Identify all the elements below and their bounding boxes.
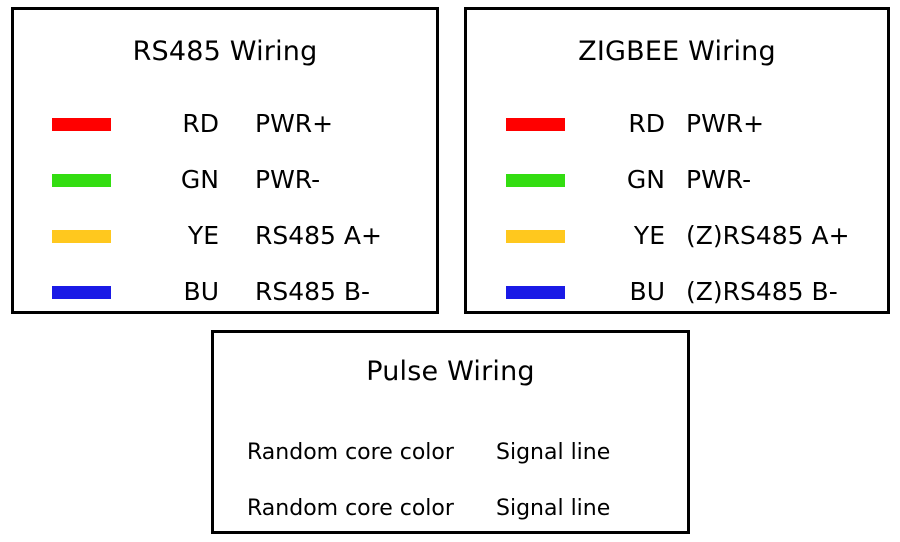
yellow-wire-swatch	[506, 229, 565, 243]
zigbee-swatch-cell-1	[467, 173, 604, 187]
zigbee-function-label-0: PWR+	[686, 109, 765, 138]
pulse-wiring-panel: Pulse Wiring Random core color Signal li…	[211, 330, 690, 534]
rs485-swatch-cell-2	[14, 229, 155, 243]
rs485-function-label-1: PWR-	[255, 165, 321, 194]
zigbee-color-code-3: BU	[629, 277, 665, 306]
rs485-swatch-cell-0	[14, 117, 155, 131]
zigbee-color-code-2: YE	[633, 221, 665, 250]
pulse-core-label-1: Random core color	[247, 496, 454, 521]
zigbee-color-code-0: RD	[628, 109, 665, 138]
table-row: Random core color Signal line	[214, 481, 687, 537]
rs485-swatch-cell-3	[14, 285, 155, 299]
pulse-core-label-0: Random core color	[247, 440, 454, 465]
pulse-signal-label-1: Signal line	[496, 496, 611, 521]
rs485-color-code-1: GN	[180, 165, 219, 194]
table-row: BU RS485 B-	[14, 264, 436, 320]
zigbee-swatch-cell-3	[467, 285, 604, 299]
zigbee-wire-list: RD PWR+ GN PWR- YE (Z)RS485 A+ BU (Z)RS4…	[467, 96, 887, 320]
rs485-color-code-0: RD	[182, 109, 219, 138]
rs485-function-label-2: RS485 A+	[255, 221, 382, 250]
green-wire-swatch	[52, 173, 111, 187]
blue-wire-swatch	[506, 285, 565, 299]
rs485-function-label-0: PWR+	[255, 109, 334, 138]
zigbee-wiring-panel: ZIGBEE Wiring RD PWR+ GN PWR- YE (Z)RS48…	[464, 7, 890, 314]
table-row: Random core color Signal line	[214, 425, 687, 481]
table-row: RD PWR+	[467, 96, 887, 152]
blue-wire-swatch	[52, 285, 111, 299]
rs485-color-code-3: BU	[183, 277, 219, 306]
green-wire-swatch	[506, 173, 565, 187]
zigbee-swatch-cell-2	[467, 229, 604, 243]
red-wire-swatch	[506, 117, 565, 131]
zigbee-function-label-3: (Z)RS485 B-	[686, 277, 838, 306]
table-row: GN PWR-	[14, 152, 436, 208]
red-wire-swatch	[52, 117, 111, 131]
table-row: RD PWR+	[14, 96, 436, 152]
table-row: GN PWR-	[467, 152, 887, 208]
zigbee-function-label-2: (Z)RS485 A+	[686, 221, 850, 250]
table-row: YE RS485 A+	[14, 208, 436, 264]
zigbee-swatch-cell-0	[467, 117, 604, 131]
pulse-signal-label-0: Signal line	[496, 440, 611, 465]
zigbee-color-code-1: GN	[626, 165, 665, 194]
rs485-wire-list: RD PWR+ GN PWR- YE RS485 A+ BU RS485 B-	[14, 96, 436, 320]
rs485-color-code-2: YE	[187, 221, 219, 250]
table-row: BU (Z)RS485 B-	[467, 264, 887, 320]
pulse-panel-title: Pulse Wiring	[366, 356, 535, 387]
table-row: YE (Z)RS485 A+	[467, 208, 887, 264]
zigbee-panel-title: ZIGBEE Wiring	[578, 36, 776, 67]
rs485-panel-title: RS485 Wiring	[132, 36, 318, 67]
rs485-wiring-panel: RS485 Wiring RD PWR+ GN PWR- YE RS485 A+	[11, 7, 439, 314]
zigbee-function-label-1: PWR-	[686, 165, 752, 194]
rs485-function-label-3: RS485 B-	[255, 277, 371, 306]
rs485-swatch-cell-1	[14, 173, 155, 187]
pulse-wire-list: Random core color Signal line Random cor…	[214, 425, 687, 537]
yellow-wire-swatch	[52, 229, 111, 243]
